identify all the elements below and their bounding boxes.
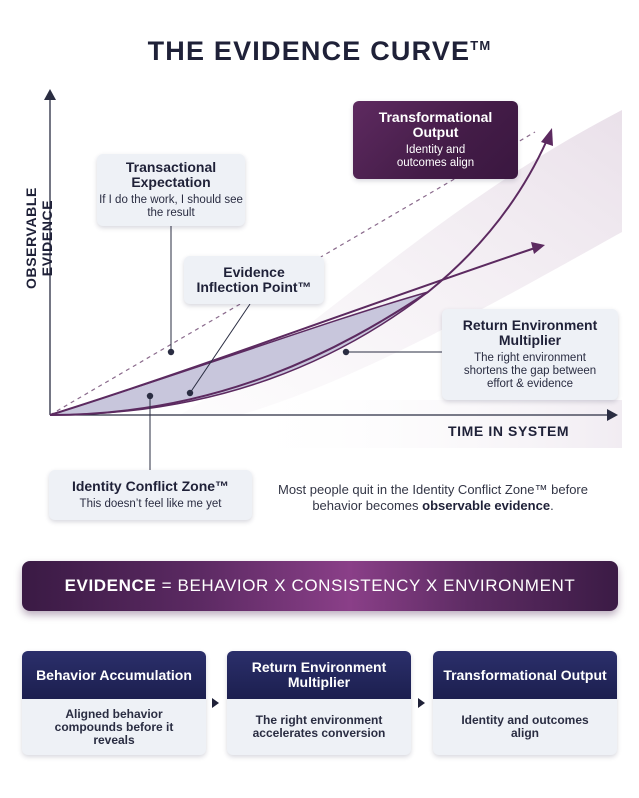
baseline-shade [230, 400, 622, 448]
leader-inflection [189, 303, 251, 394]
marker-inflection [186, 389, 194, 397]
multiplier-line [49, 247, 536, 416]
y-axis-arrowhead [44, 89, 56, 100]
callout-heading: Evidence Inflection Point™ [196, 264, 312, 295]
flow-arrow-1 [212, 698, 219, 708]
callout-transformational-output: Transformational Output Identity and out… [353, 101, 518, 179]
quit-note: Most people quit in the Identity Conflic… [272, 482, 594, 514]
step-text: Identity and outcomes align [461, 713, 589, 740]
evidence-curve-diagram [44, 89, 622, 470]
multiplier-arrowhead [531, 242, 545, 254]
step-heading: Transformational Output [433, 651, 617, 699]
y-axis-label: OBSERVABLE EVIDENCE [23, 187, 55, 289]
equation-banner: EVIDENCE = BEHAVIOR X CONSISTENCY X ENVI… [22, 561, 618, 611]
step-behavior-accumulation: Behavior Accumulation Aligned behavior c… [22, 651, 206, 755]
step-text: Aligned behavior compounds before it rev… [54, 706, 174, 747]
note-text-bold: observable evidence [422, 498, 551, 513]
flow-arrow-2 [418, 698, 425, 708]
step-heading: Return Environment Multiplier [227, 651, 411, 699]
callout-text: The right environment shortens the gap b… [463, 352, 597, 390]
x-axis-label: TIME IN SYSTEM [448, 423, 570, 439]
equation-lhs: EVIDENCE [64, 576, 157, 595]
callout-heading: Return Environment Multiplier [462, 317, 598, 348]
callout-heading: Identity Conflict Zone™ [71, 478, 230, 494]
callout-return-environment-multiplier: Return Environment Multiplier The right … [442, 309, 618, 400]
note-text-before: Most people quit in the Identity Conflic… [277, 482, 588, 513]
equation-rhs: = BEHAVIOR X CONSISTENCY X ENVIRONMENT [161, 576, 576, 595]
callout-text: This doesn’t feel like me yet [79, 498, 222, 510]
note-text-after: . [550, 498, 554, 513]
evidence-curve-arrowhead [541, 128, 553, 146]
step-heading: Behavior Accumulation [22, 651, 206, 699]
title-text: THE EVIDENCE CURVE [147, 36, 471, 66]
callout-evidence-inflection-point: Evidence Inflection Point™ [184, 256, 324, 304]
callout-heading: Transactional Expectation [125, 159, 217, 190]
step-text: The right environment accelerates conver… [252, 713, 386, 740]
marker-conflict [146, 392, 154, 400]
step-return-environment-multiplier: Return Environment Multiplier The right … [227, 651, 411, 755]
step-transformational-output: Transformational Output Identity and out… [433, 651, 617, 755]
callout-transactional-expectation: Transactional Expectation If I do the wo… [97, 154, 245, 226]
callout-heading: Transformational Output [378, 109, 493, 140]
marker-multiplier [342, 348, 350, 356]
x-axis-arrowhead [607, 409, 618, 421]
callout-text: If I do the work, I should see the resul… [99, 194, 243, 219]
callout-identity-conflict-zone: Identity Conflict Zone™ This doesn’t fee… [49, 470, 252, 520]
page-title: THE EVIDENCE CURVETM [0, 36, 639, 67]
trademark-mark: TM [470, 38, 492, 53]
evidence-curve [49, 139, 548, 416]
callout-text: Identity and outcomes align [396, 144, 475, 169]
marker-transactional [167, 348, 175, 356]
